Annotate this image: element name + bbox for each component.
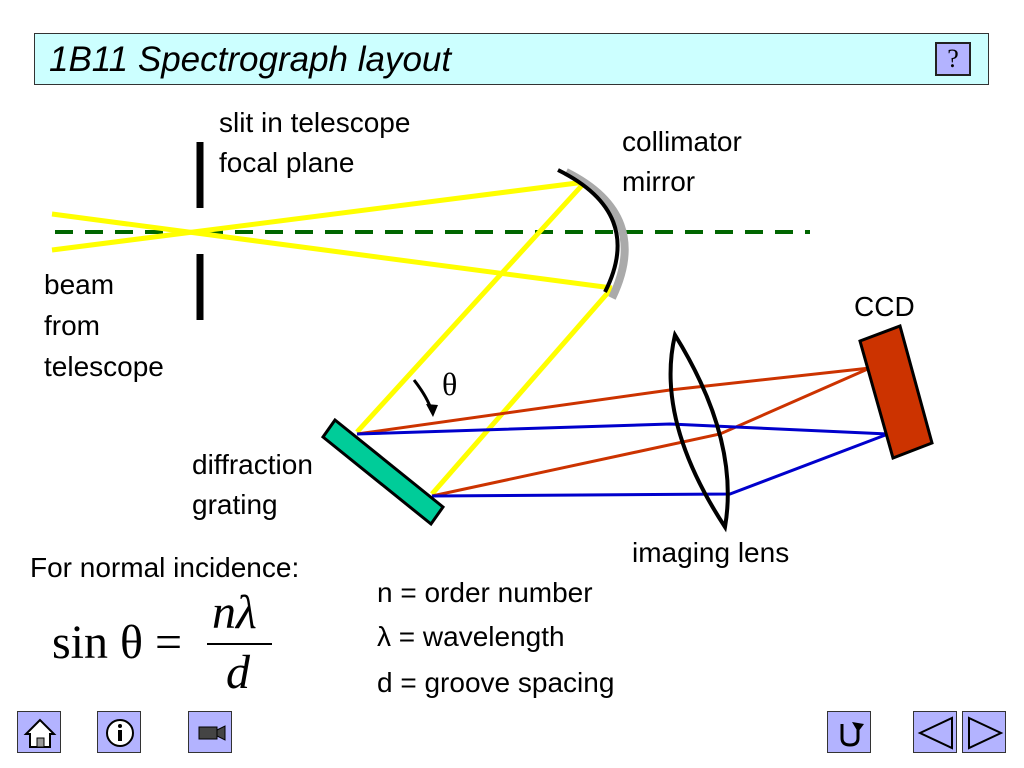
definition-d: d = groove spacing [377, 667, 615, 698]
diffraction-grating [320, 417, 446, 527]
home-button[interactable] [17, 711, 61, 753]
equation-lhs: sin θ = [52, 616, 183, 669]
beam-label-line-2: from [44, 310, 100, 341]
grating-label-line-2: grating [192, 489, 278, 520]
collimator-label-line-2: mirror [622, 166, 696, 197]
definition-n: n = order number [377, 577, 593, 608]
collimated-ray-1 [355, 180, 587, 434]
help-button[interactable]: ? [935, 42, 971, 76]
slit-label-line-2: focal plane [219, 147, 355, 178]
beam-label-line-1: beam [44, 269, 115, 300]
title-bar: 1B11 Spectrograph layout ? [34, 33, 989, 85]
collimator-mirror-backing [564, 168, 629, 300]
ccd-detector [858, 324, 934, 460]
help-label: ? [947, 44, 959, 73]
right-arrow-icon [968, 716, 1004, 750]
collimated-ray-2 [430, 286, 614, 496]
lens-label: imaging lens [632, 537, 790, 568]
movie-button[interactable] [188, 711, 232, 753]
blue-ray-1 [356, 422, 889, 436]
return-icon [840, 722, 864, 747]
equation-numerator: nλ [212, 586, 257, 639]
beam-label: beam from telescope [44, 264, 164, 387]
grating-label-line-1: diffraction [192, 449, 313, 480]
return-button[interactable] [827, 711, 871, 753]
grating-label: diffraction grating [192, 445, 313, 525]
info-icon [106, 719, 134, 747]
collimator-label: collimator mirror [622, 122, 742, 202]
fraction-bar [207, 643, 272, 645]
camera-icon [198, 725, 226, 741]
slit-label: slit in telescope focal plane [219, 103, 410, 183]
ccd-label: CCD [854, 291, 915, 322]
blue-ray-2 [431, 432, 889, 498]
definition-lambda: λ = wavelength [377, 621, 565, 652]
home-icon [23, 718, 57, 748]
next-button[interactable] [962, 711, 1006, 753]
theta-label: θ [442, 366, 458, 402]
beam-ray-upper [51, 211, 613, 291]
page-title: 1B11 Spectrograph layout [49, 40, 452, 79]
collimator-mirror [557, 168, 620, 293]
info-button[interactable] [97, 711, 141, 753]
equation-intro: For normal incidence: [30, 552, 300, 583]
theta-arrowhead [426, 404, 438, 417]
beam-ray-lower [51, 179, 586, 253]
collimator-label-line-1: collimator [622, 126, 742, 157]
left-arrow-icon [917, 716, 953, 750]
beam-label-line-3: telescope [44, 351, 164, 382]
slit-label-line-1: slit in telescope [219, 107, 411, 138]
grating-equation: sin θ = nλ d [52, 585, 282, 705]
previous-button[interactable] [913, 711, 957, 753]
imaging-lens [668, 329, 730, 533]
equation-denominator: d [226, 646, 250, 699]
red-ray-2 [431, 366, 871, 498]
